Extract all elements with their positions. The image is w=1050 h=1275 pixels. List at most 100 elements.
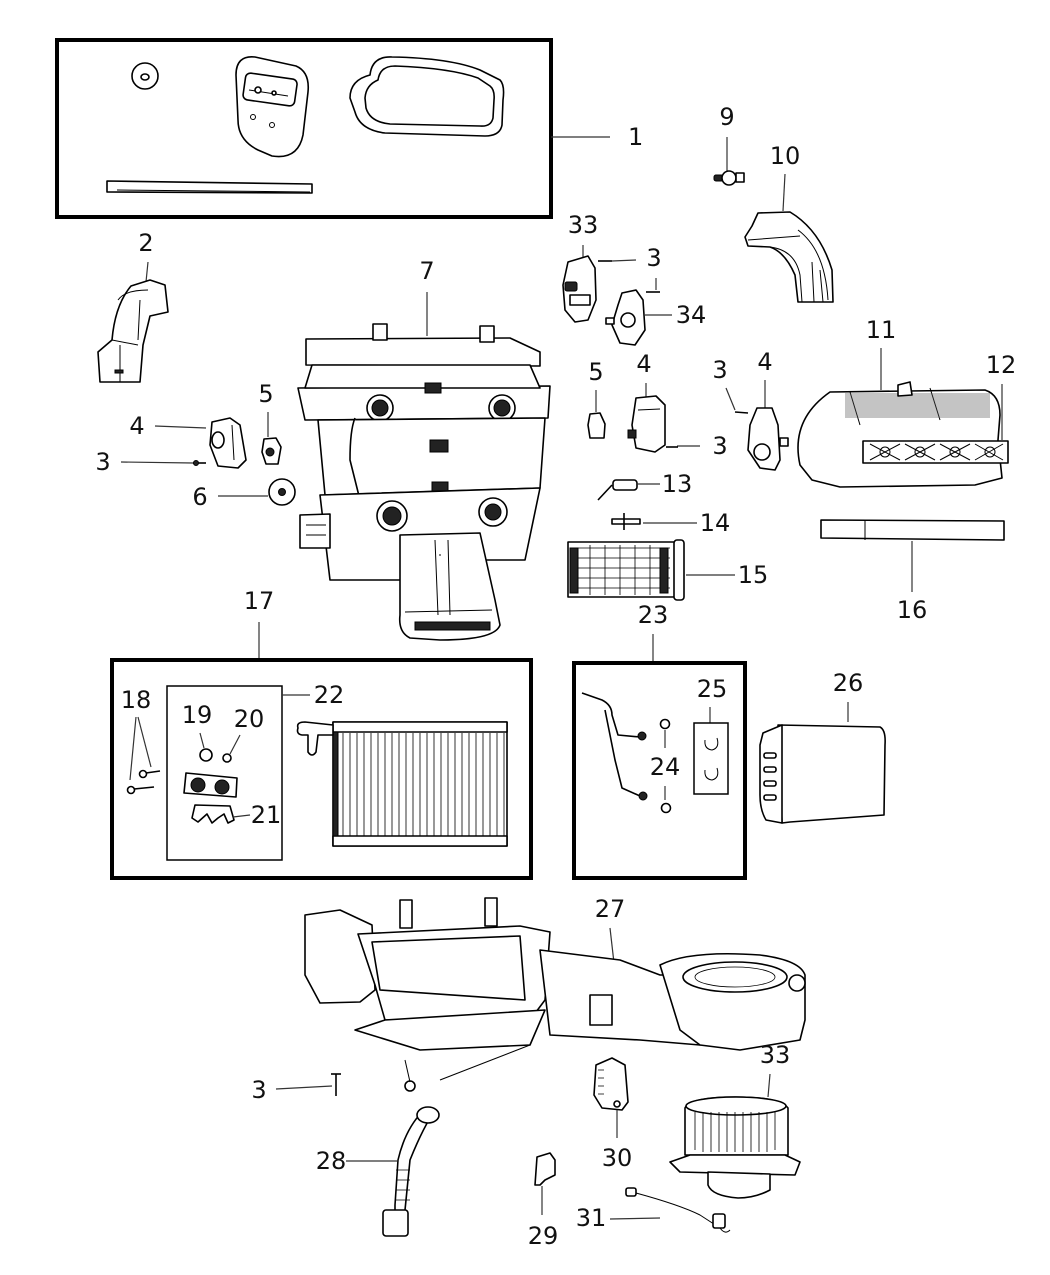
callout-34: 34 [676,301,707,329]
door-part-11: 12 [862,351,1017,464]
leader-3-left [120,461,194,464]
linkage-part-5-mid [587,412,606,439]
seal-kit-group: 1 [55,38,643,219]
callout-4-mid: 4 [636,350,651,378]
actuator-part-4-left [209,417,247,469]
blower-motor-part-31: 33 [669,1041,801,1199]
duct-part-9: 10 [744,142,834,303]
screw-part-3-bottom: 3 [251,1073,341,1104]
callout-14: 15 [738,561,769,589]
middle-actuator-group: 5 4 3 [587,350,728,460]
callout-21: 22 [314,681,345,709]
duct-part-2: 2 [97,229,169,383]
leader-18 [199,732,205,749]
gasket-loop-part [349,56,505,137]
screw-part-3-right [734,411,749,414]
callout-26: 27 [595,895,626,923]
callout-3-left: 3 [95,448,110,476]
callout-28: 29 [528,1222,559,1250]
seal-kit-frame [55,38,553,219]
leader-30 [609,1217,661,1220]
bracket-part-20 [191,804,235,824]
callout-5-mid: 5 [588,358,603,386]
leader-20 [232,814,251,818]
clips-frame [693,722,729,795]
o-ring-part-23a [659,718,671,730]
callout-33: 33 [568,211,599,239]
leader-2 [145,261,149,283]
callout-10: 11 [866,316,897,344]
callout-4-left: 4 [129,412,144,440]
callout-12: 13 [662,470,693,498]
callout-29: 30 [602,1144,633,1172]
callout-7: 7 [419,257,434,285]
heater-core-part-25: 26 [759,669,886,824]
callout-20: 21 [251,801,282,829]
callout-4-right: 4 [757,348,772,376]
leader-17a [129,716,137,781]
heater-element-part-14 [567,539,685,601]
upper-actuator-group: 33 3 34 [562,211,707,346]
sensor-pin-heater-group: 13 14 15 [567,470,769,601]
rear-hvac-unit-part-26: 27 [304,895,806,1092]
valve-kit-frame [166,685,283,861]
clip-part-28: 29 [528,1152,559,1250]
callout-3-right: 3 [712,356,727,384]
leader-4-left [154,425,207,429]
clips-part-24 [704,737,719,781]
leader-3-upper [611,259,637,262]
callout-16: 17 [244,587,275,615]
pin-part-13 [611,513,641,530]
sensor-part-8: 9 [713,103,745,186]
callout-19: 20 [234,705,265,733]
o-ring-part-23b [660,802,672,814]
callout-2: 2 [138,229,153,257]
left-actuator-group: 4 5 3 6 [95,380,296,511]
callout-25: 26 [833,669,864,697]
callout-23: 24 [650,753,681,781]
leader-3-right [725,387,736,411]
foam-strip-part [106,180,313,194]
callout-24: 25 [697,675,728,703]
tube-kit-frame [572,661,747,880]
evaporator-kit-frame [110,658,533,880]
seal-part-6 [268,478,296,506]
callout-31: 33 [760,1041,791,1069]
callout-8: 9 [719,103,734,131]
actuator-part-34 [605,289,646,346]
linkage-part-5-left [261,437,282,465]
callout-5-left: 5 [258,380,273,408]
leader-9 [782,173,786,212]
callout-3-upper: 3 [646,244,661,272]
callout-11: 12 [986,351,1017,379]
screw-part-3-left [193,460,206,466]
callout-18: 19 [182,701,213,729]
hvac-housing-part-7: 7 [297,257,551,641]
drain-hose-part-27: 28 [316,1106,440,1237]
callout-22: 23 [638,601,669,629]
evaporator-core-part [296,721,508,847]
sensor-wire-part-12 [597,479,638,501]
wire-harness-part-30: 31 [576,1187,731,1233]
callout-6: 6 [192,483,207,511]
tube-kit-group: 23 24 25 [572,601,747,880]
leader-19 [229,734,241,755]
callout-1: 1 [628,123,643,151]
callout-3-bottom: 3 [251,1076,266,1104]
gasket-plate-part [235,56,310,158]
expansion-valve-part [183,772,238,798]
bolts-part-17 [126,769,161,795]
resistor-part-29: 30 [593,1057,633,1172]
tube-part [581,692,648,801]
callout-15: 16 [897,596,928,624]
actuator-part-4-mid [627,395,666,453]
leader-17b [137,716,152,768]
filter-part-15: 16 [820,519,1005,624]
right-actuator-group: 3 4 [712,348,789,471]
callout-3-mid: 3 [712,432,727,460]
actuator-part-33 [562,255,597,323]
callout-17: 18 [121,686,152,714]
leader-26 [609,927,615,964]
